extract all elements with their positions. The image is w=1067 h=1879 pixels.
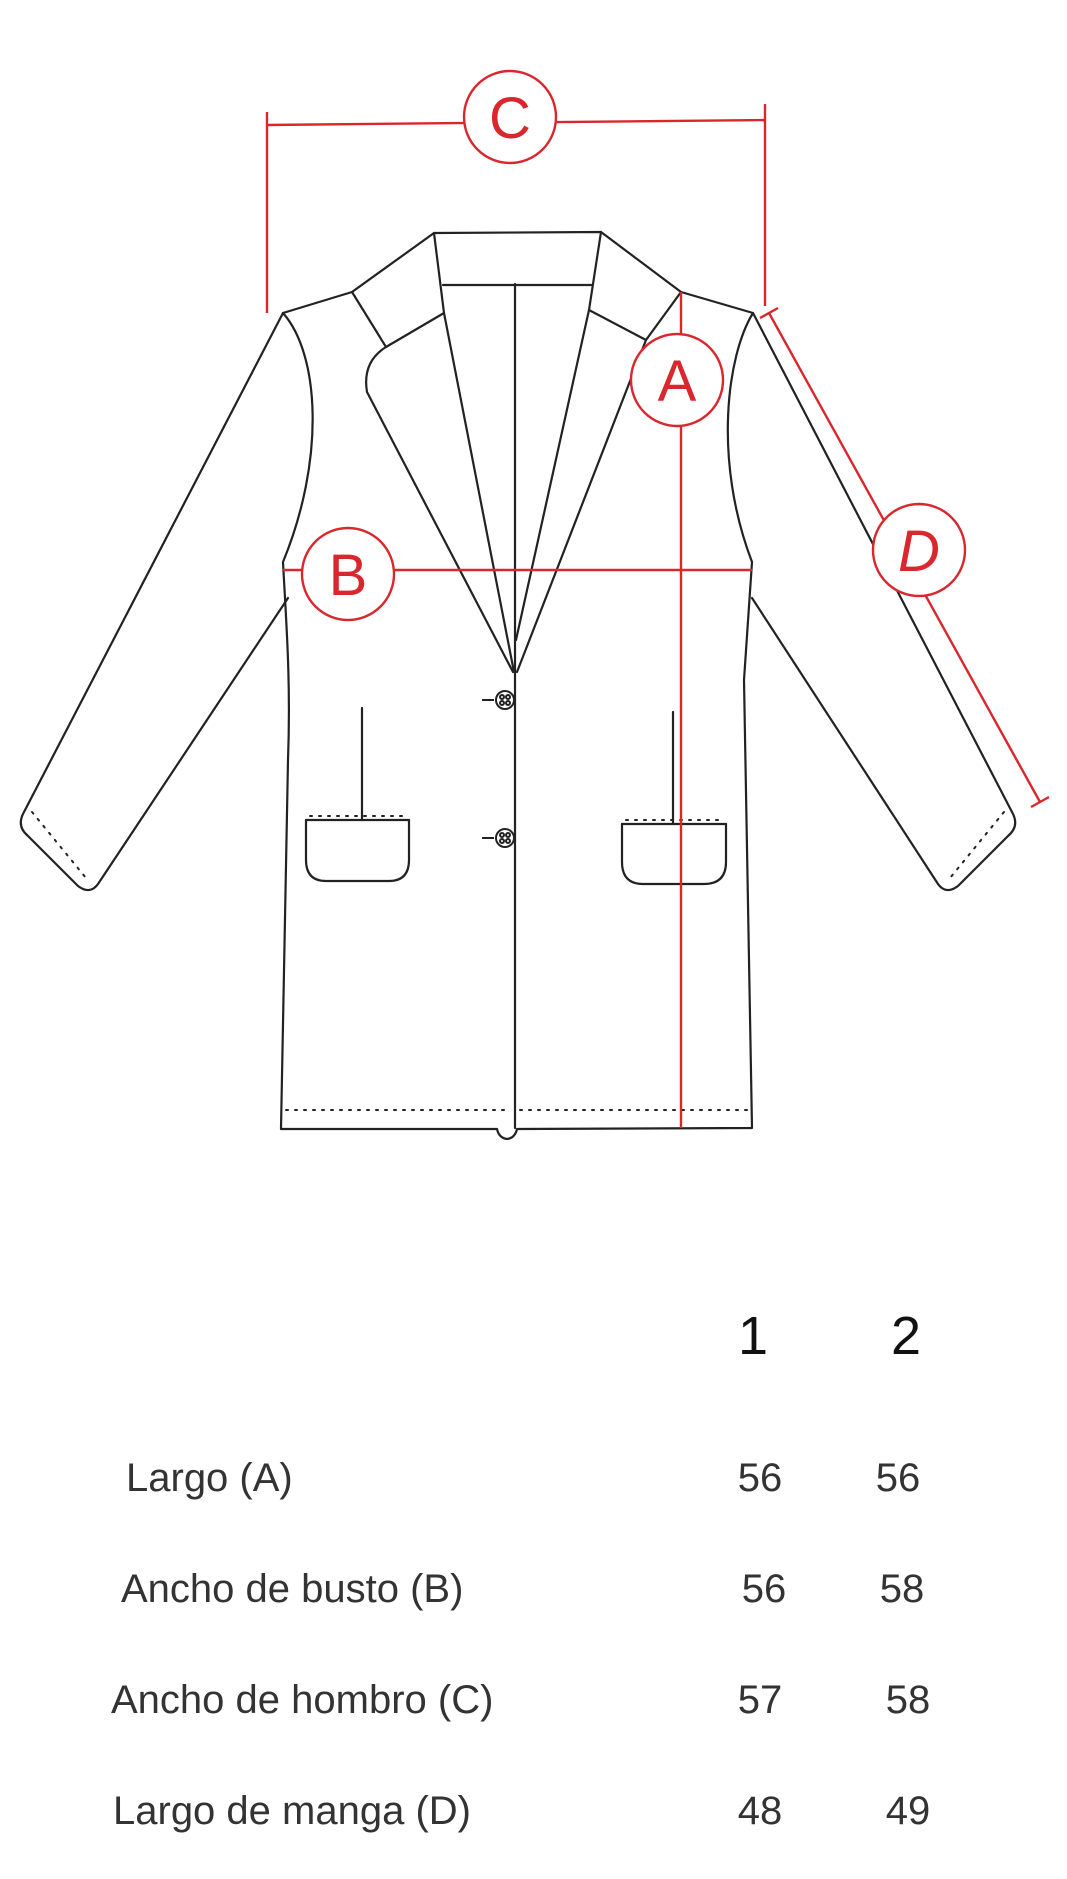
marker-c: C <box>462 69 558 165</box>
buttons <box>482 690 515 848</box>
value-manga-size-2: 49 <box>885 1789 931 1833</box>
value-largo-size-2: 56 <box>875 1456 921 1500</box>
value-manga-size-1: 48 <box>737 1789 783 1833</box>
value-hombro-size-2: 58 <box>885 1678 931 1722</box>
marker-a-label: A <box>658 349 697 414</box>
value-largo-size-1: 56 <box>737 1456 783 1500</box>
size-header-2: 2 <box>890 1306 922 1366</box>
marker-d: D <box>871 502 967 598</box>
size-header-1: 1 <box>737 1306 769 1366</box>
marker-c-label: C <box>489 86 531 151</box>
row-label-largo-manga: Largo de manga (D) <box>113 1789 471 1833</box>
value-busto-size-2: 58 <box>879 1567 925 1611</box>
marker-b-label: B <box>329 543 368 608</box>
marker-a: A <box>629 332 725 428</box>
stitch-lines <box>31 811 1005 1111</box>
jacket-measurement-diagram: C A B D <box>19 69 1050 1141</box>
marker-b: B <box>300 526 396 622</box>
row-label-ancho-hombro: Ancho de hombro (C) <box>111 1678 494 1722</box>
button-icon <box>482 690 515 710</box>
value-busto-size-1: 56 <box>741 1567 787 1611</box>
marker-d-label: D <box>898 519 940 584</box>
jacket-outline <box>19 230 1017 1141</box>
measurement-markers: C A B D <box>300 69 967 622</box>
row-label-ancho-busto: Ancho de busto (B) <box>121 1567 464 1611</box>
value-hombro-size-1: 57 <box>737 1678 783 1722</box>
row-label-largo: Largo (A) <box>126 1456 293 1500</box>
button-icon <box>482 828 515 848</box>
measurement-lines <box>265 104 1050 1128</box>
